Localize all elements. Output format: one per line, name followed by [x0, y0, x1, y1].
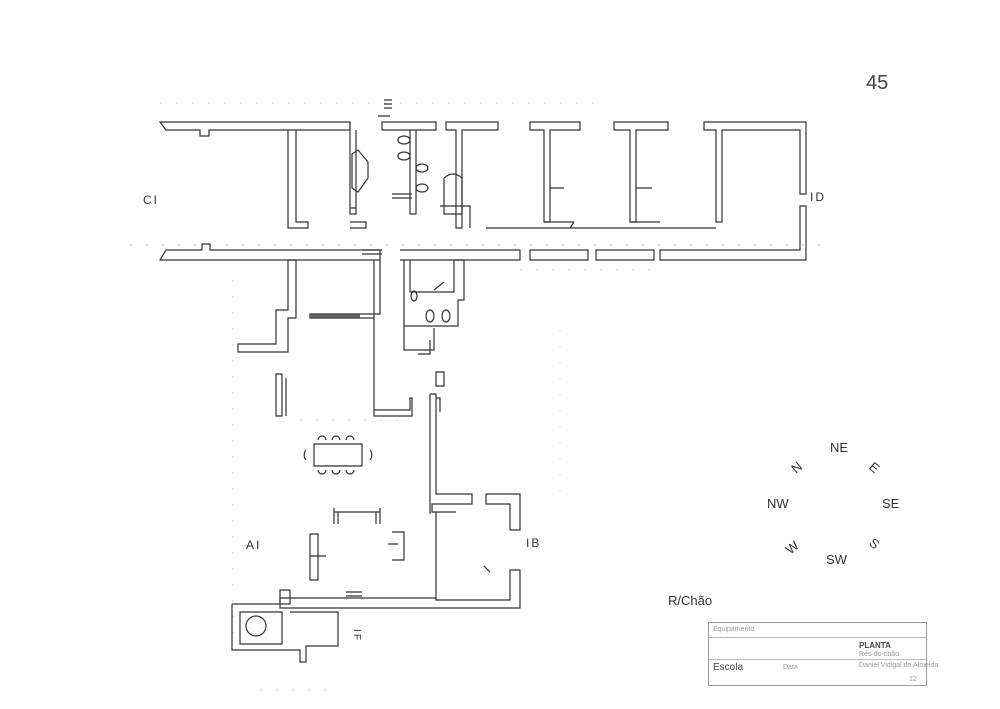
title-block-field-top: Equipamento [713, 626, 755, 633]
title-block-date-label: Data [783, 664, 798, 671]
title-block: Equipamento PLANTA Rés-do-chão Escola Da… [708, 622, 938, 686]
compass-ne: NE [830, 440, 849, 455]
compass-sw: SW [826, 552, 847, 567]
room-label-id: ID [810, 190, 826, 204]
title-block-divider [709, 659, 926, 660]
east-corridor-walls [280, 394, 520, 608]
dining-table [304, 436, 372, 474]
living-room-furniture [310, 508, 404, 580]
title-block-subtitle: Rés-do-chão [859, 651, 900, 658]
central-block-walls [238, 260, 464, 416]
title-block-title: PLANTA [859, 641, 891, 650]
corridor-walls [160, 244, 654, 260]
compass-se: SE [882, 496, 900, 511]
floor-label: R/Chão [668, 593, 713, 608]
title-block-divider [709, 637, 926, 638]
compass-nw: NW [767, 496, 789, 511]
title-block-scale-label: Escola [713, 662, 744, 673]
room-label-if: IF [350, 629, 362, 642]
north-wing-walls [160, 100, 806, 260]
room-label-ib: IB [526, 536, 542, 550]
room-label-ci: CI [143, 193, 159, 207]
guide-marks [130, 103, 830, 690]
page-number: 45 [866, 72, 889, 94]
room-label-ai: AI [246, 538, 262, 552]
southwest-room-walls [232, 590, 362, 662]
title-block-author: Daniel Vidigal de Almeida [859, 662, 939, 669]
title-block-sheet: 12 [909, 676, 917, 683]
